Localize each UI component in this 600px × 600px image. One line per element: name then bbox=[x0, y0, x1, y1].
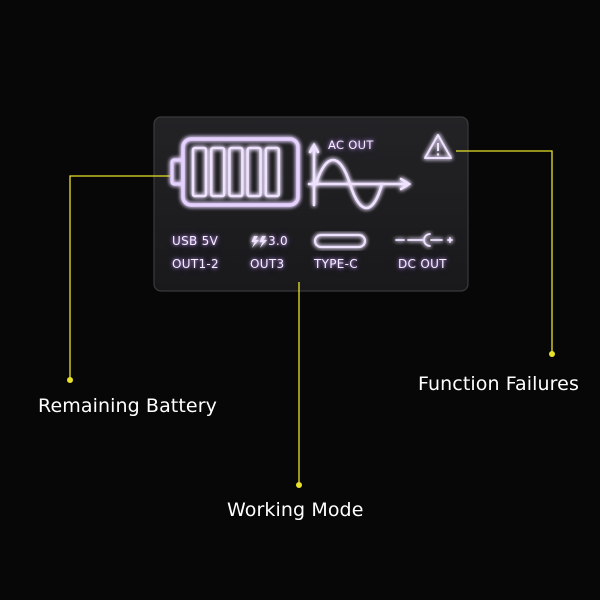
battery-icon bbox=[170, 137, 300, 207]
battery-callout-dot bbox=[67, 377, 73, 383]
battery-callout-line bbox=[69, 175, 170, 380]
working-mode-label: Working Mode bbox=[227, 499, 364, 521]
failure-callout-dot bbox=[549, 351, 555, 357]
display-panel bbox=[153, 116, 469, 292]
mode-callout-dot bbox=[296, 482, 302, 488]
failure-callout-line bbox=[456, 150, 553, 354]
battery-bars bbox=[191, 146, 281, 198]
dc-plug-icon bbox=[395, 233, 453, 247]
function-failures-label: Function Failures bbox=[418, 373, 579, 395]
type-c-port-icon bbox=[313, 233, 367, 249]
battery-bar bbox=[209, 146, 226, 198]
warning-triangle-icon bbox=[424, 134, 452, 159]
type-c-label: TYPE-C bbox=[314, 257, 358, 271]
quick-charge-bolts-icon bbox=[251, 236, 267, 248]
usb-port-output: OUT1-2 bbox=[172, 257, 219, 271]
qc-port-output: OUT3 bbox=[250, 257, 285, 271]
sine-wave-icon bbox=[307, 142, 412, 210]
battery-bar bbox=[246, 146, 262, 198]
remaining-battery-label: Remaining Battery bbox=[38, 395, 217, 417]
battery-bar bbox=[191, 146, 208, 198]
battery-bar bbox=[228, 146, 244, 198]
battery-bar bbox=[264, 146, 281, 198]
dc-out-label: DC OUT bbox=[398, 257, 447, 271]
callout-lines bbox=[67, 150, 555, 488]
usb-port-label: USB 5V bbox=[172, 234, 219, 248]
ac-out-label: AC OUT bbox=[328, 138, 374, 152]
qc-port-label: 3.0 bbox=[268, 234, 288, 248]
